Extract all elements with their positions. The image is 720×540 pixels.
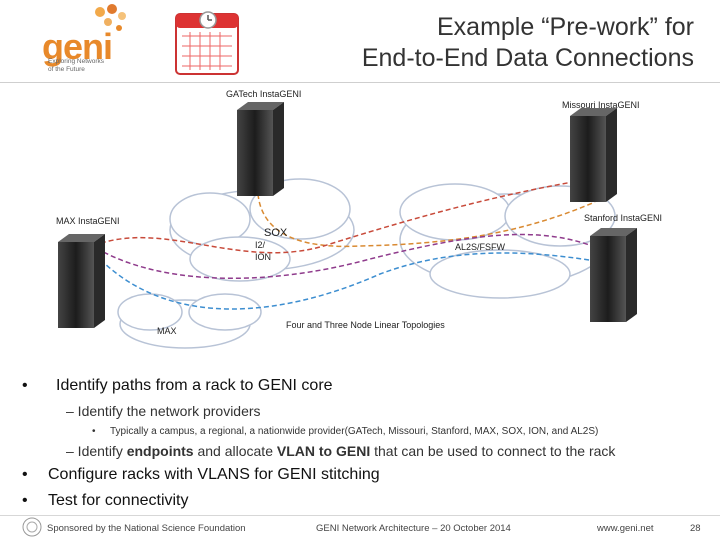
label-max-net: MAX <box>157 326 177 336</box>
footer-divider <box>0 515 720 516</box>
logo-tagline: Exploring Networks of the Future <box>48 58 104 73</box>
footer-url[interactable]: www.geni.net <box>597 523 654 534</box>
server-gatech-icon <box>237 102 284 196</box>
geni-logo <box>38 4 128 80</box>
topology-paths <box>85 178 603 310</box>
footer-sponsor: Sponsored by the National Science Founda… <box>47 523 246 534</box>
label-gatech: GATech InstaGENI <box>226 89 302 99</box>
cloud-max <box>117 293 262 349</box>
nsf-seal-icon <box>22 517 42 537</box>
bullet-configure-racks: Configure racks with VLANS for GENI stit… <box>48 466 380 483</box>
server-missouri-icon <box>570 108 617 202</box>
label-i2: I2/ <box>255 240 266 250</box>
bullet-marker: • <box>22 377 28 394</box>
bullet-marker: • <box>22 466 28 483</box>
bullet-test-connectivity: Test for connectivity <box>48 492 189 509</box>
label-missouri: Missouri InstaGENI <box>562 100 640 110</box>
network-diagram <box>58 102 637 349</box>
header-divider <box>0 82 720 83</box>
subsub-bullet-marker: • <box>92 426 96 437</box>
label-max-rack: MAX InstaGENI <box>56 216 120 226</box>
bullet-identify-paths: Identify paths from a rack to GENI core <box>56 377 333 394</box>
subbullet-network-providers: – Identify the network providers <box>66 403 261 419</box>
calendar-icon <box>175 11 239 75</box>
label-sox: SOX <box>264 227 288 239</box>
server-stanford-icon <box>590 228 637 322</box>
logo-dots-icon <box>95 4 126 31</box>
logo-text: geni <box>42 26 113 67</box>
label-topologies: Four and Three Node Linear Topologies <box>286 320 445 330</box>
subbullet-endpoints-vlan: – Identify endpoints and allocate VLAN t… <box>66 443 616 459</box>
label-stanford: Stanford InstaGENI <box>584 213 663 223</box>
server-max-icon <box>58 234 105 328</box>
label-al2s: AL2S/FSFW <box>455 242 506 252</box>
subsub-provider-types: Typically a campus, a regional, a nation… <box>110 426 599 437</box>
page-number: 28 <box>690 523 701 534</box>
footer-presentation: GENI Network Architecture – 20 October 2… <box>316 523 511 534</box>
bullet-marker: • <box>22 492 28 509</box>
slide-title: Example “Pre-work” for End-to-End Data C… <box>361 13 694 72</box>
label-ion: ION <box>255 252 272 262</box>
